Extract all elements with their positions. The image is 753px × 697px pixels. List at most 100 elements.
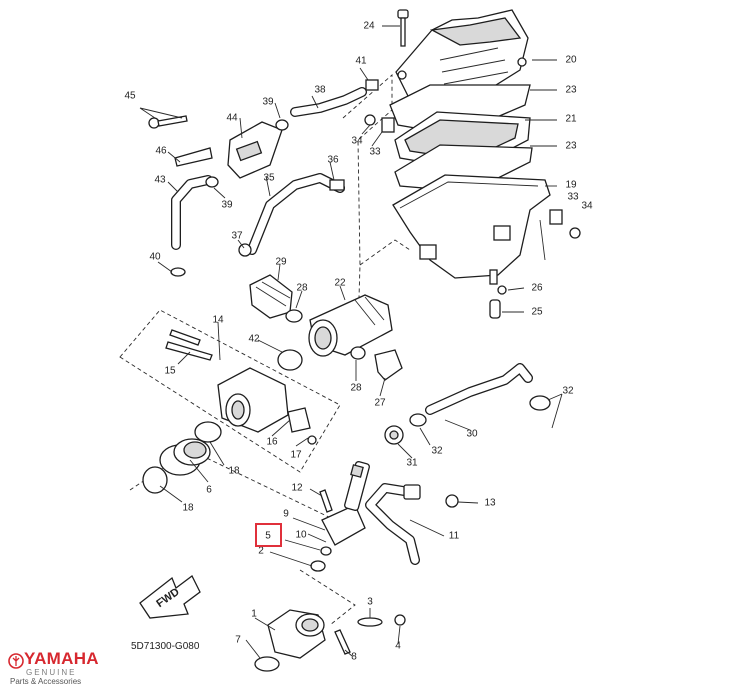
yamaha-genuine-parts-logo: YAMAHA GENUINE Parts & Accessories: [8, 650, 108, 686]
callout[interactable]: 28: [296, 283, 308, 294]
callout[interactable]: 23: [565, 141, 577, 152]
screw-17: [307, 435, 317, 445]
callout[interactable]: 11: [449, 531, 460, 542]
throttle-body-14[interactable]: [217, 367, 289, 433]
callout[interactable]: 37: [231, 231, 243, 242]
callout[interactable]: 39: [262, 97, 274, 108]
callout[interactable]: 33: [369, 147, 381, 158]
callout[interactable]: 39: [221, 200, 233, 211]
clamp-42: [277, 349, 303, 371]
callout[interactable]: 26: [531, 283, 543, 294]
air-box-assembly-outline: [342, 74, 393, 331]
stay-46[interactable]: [174, 147, 213, 167]
injector-assembly-9[interactable]: [321, 461, 370, 546]
brand-tagline-parts: Parts & Accessories: [10, 677, 82, 686]
hose-end-11: [403, 484, 421, 500]
callout[interactable]: 32: [562, 386, 574, 397]
seal-2: [310, 560, 326, 572]
bolt-34-right: [569, 227, 581, 239]
nut-33-upper: [381, 117, 395, 133]
o-ring-5: [320, 546, 332, 556]
callout[interactable]: 22: [334, 278, 346, 289]
callout[interactable]: 1: [251, 609, 257, 620]
plug-25[interactable]: [489, 299, 501, 319]
clamp-28-lower: [350, 346, 366, 360]
air-box-bolt-24[interactable]: [397, 9, 409, 47]
callout[interactable]: 13: [484, 498, 496, 509]
clip-13: [445, 494, 459, 508]
callout[interactable]: 24: [363, 21, 375, 32]
screw-set-15: [165, 329, 213, 361]
callout[interactable]: 36: [327, 155, 339, 166]
clip-39-upper: [275, 119, 289, 131]
callout[interactable]: 44: [226, 113, 238, 124]
callout[interactable]: 23: [565, 85, 577, 96]
clamp-18-lower: [142, 466, 168, 494]
highlight-box: [255, 523, 282, 547]
intake-manifold-1[interactable]: [267, 609, 326, 659]
callout[interactable]: 30: [466, 429, 478, 440]
callout[interactable]: 4: [395, 641, 401, 652]
callout[interactable]: 8: [351, 652, 357, 663]
rubber-joint-29[interactable]: [249, 274, 293, 319]
callout[interactable]: 45: [124, 91, 136, 102]
callout[interactable]: 16: [266, 437, 278, 448]
callout[interactable]: 19: [565, 180, 577, 191]
callouts: 1 2 3 4 5 6 7 8 9 10 11 12 13 14 15 16 1…: [124, 21, 593, 663]
callout[interactable]: 32: [431, 446, 443, 457]
clamp-28-upper: [285, 309, 303, 323]
sensor-16[interactable]: [287, 407, 311, 433]
brand-name: YAMAHA: [24, 649, 99, 668]
callout[interactable]: 15: [164, 366, 176, 377]
clamp-37: [238, 243, 252, 257]
air-box-assembly-outline-2: [359, 239, 411, 266]
callout[interactable]: 18: [228, 466, 240, 477]
callout[interactable]: 14: [212, 315, 224, 326]
bolt-45[interactable]: [148, 115, 188, 129]
callout[interactable]: 21: [565, 114, 577, 125]
tuning-fork-logo-icon: [8, 653, 24, 669]
bracket-44[interactable]: [227, 121, 283, 179]
throttle-body-assembly-outline: [119, 309, 341, 473]
plug-3: [357, 617, 383, 627]
callout[interactable]: 29: [275, 257, 287, 268]
clip-32-right: [529, 395, 551, 411]
callout-highlighted[interactable]: 5: [265, 531, 271, 542]
callout[interactable]: 7: [235, 635, 241, 646]
injector-assembly-outline-2: [299, 569, 356, 626]
callout[interactable]: 34: [581, 201, 593, 212]
clip-39-lower: [205, 176, 219, 188]
callout[interactable]: 20: [565, 55, 577, 66]
air-box-case[interactable]: [392, 174, 551, 285]
callout[interactable]: 33: [567, 192, 579, 203]
callout[interactable]: 43: [154, 175, 166, 186]
callout[interactable]: 9: [283, 509, 289, 520]
callout[interactable]: 38: [314, 85, 326, 96]
callout[interactable]: 17: [290, 450, 302, 461]
clip-32-left: [409, 413, 427, 427]
callout[interactable]: 41: [355, 56, 367, 67]
callout[interactable]: 28: [350, 383, 362, 394]
callout[interactable]: 12: [291, 483, 303, 494]
intake-joint-6[interactable]: [159, 438, 211, 476]
gasket-23-lower: [394, 144, 533, 193]
cap-31[interactable]: [384, 425, 404, 445]
callout[interactable]: 34: [351, 136, 363, 147]
callout[interactable]: 25: [531, 307, 543, 318]
throttle-body-joint-22[interactable]: [308, 294, 393, 357]
o-ring-7: [254, 656, 280, 672]
callout[interactable]: 10: [295, 530, 307, 541]
callout[interactable]: 3: [367, 597, 373, 608]
callout[interactable]: 6: [206, 485, 212, 496]
clip-40: [170, 267, 186, 277]
bolt-34-upper: [364, 114, 376, 126]
callout[interactable]: 31: [406, 458, 418, 469]
callout[interactable]: 27: [374, 398, 386, 409]
callout[interactable]: 46: [155, 146, 167, 157]
callout[interactable]: 40: [149, 252, 161, 263]
callout[interactable]: 2: [258, 546, 264, 557]
callout[interactable]: 35: [263, 173, 275, 184]
callout[interactable]: 18: [182, 503, 194, 514]
sensor-27[interactable]: [374, 349, 403, 381]
callout[interactable]: 42: [248, 334, 260, 345]
